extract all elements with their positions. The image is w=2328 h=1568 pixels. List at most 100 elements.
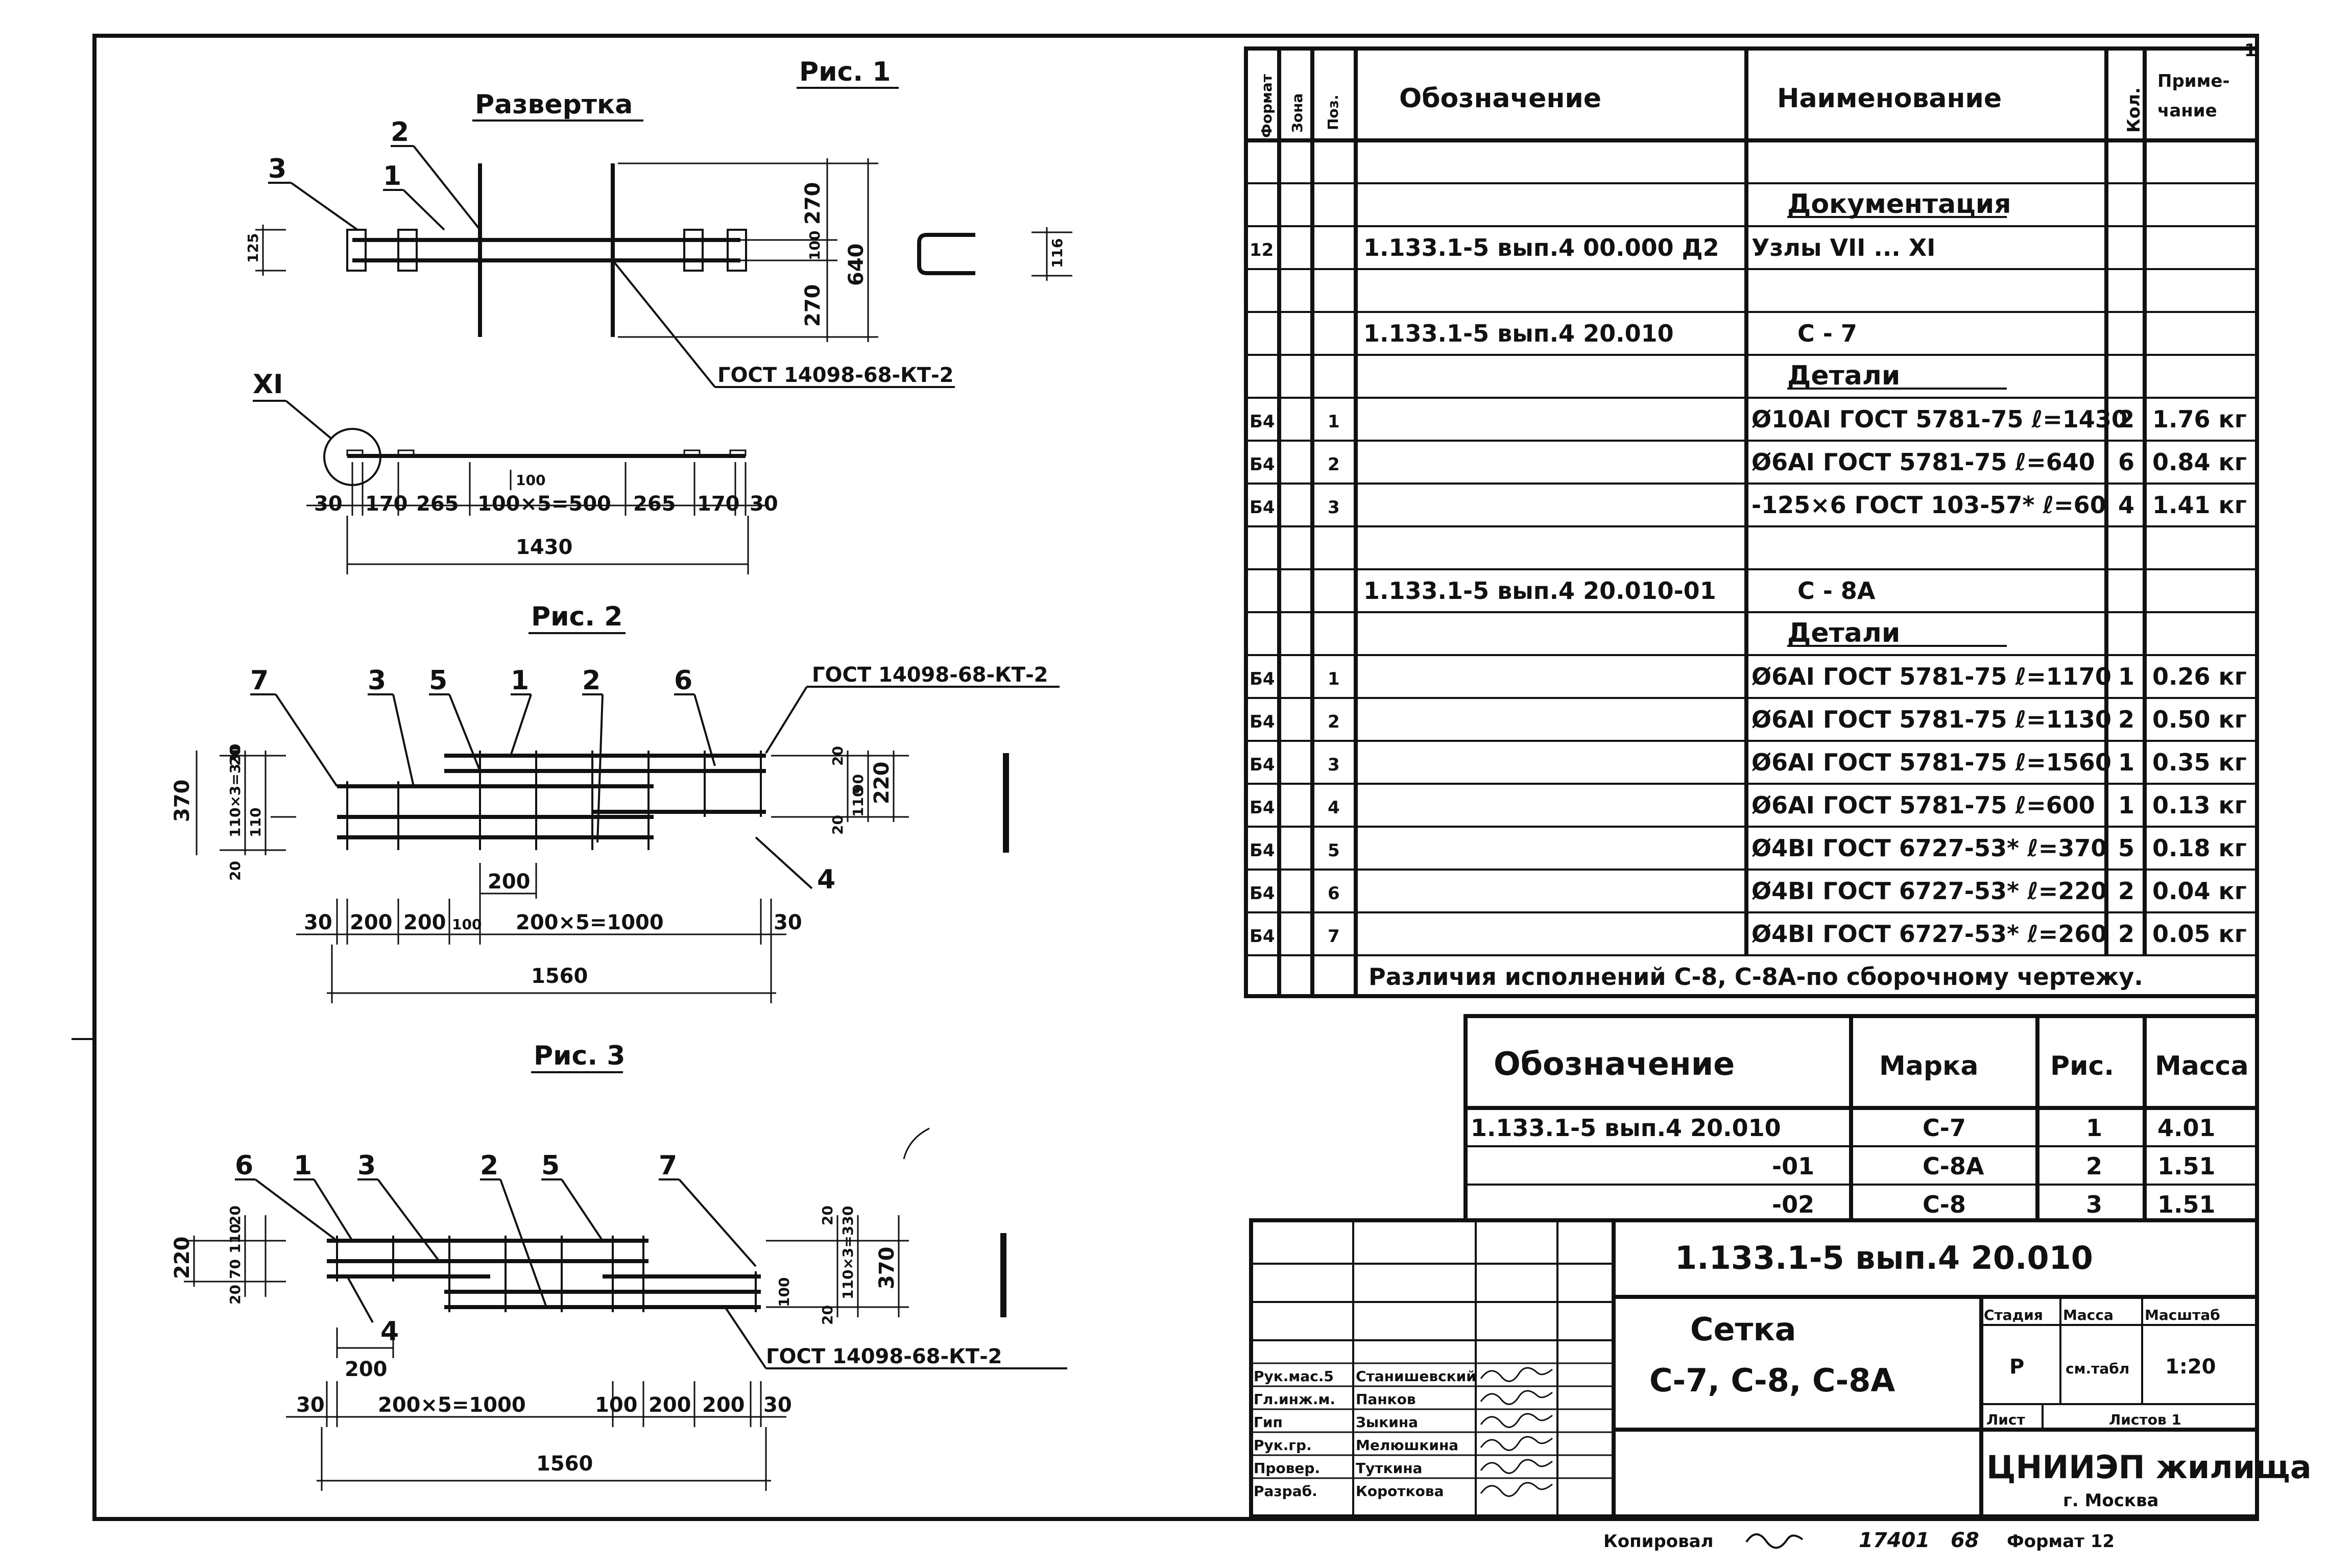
fig3-callout-3: 3 [357,1150,376,1181]
spec-header-format: Формат [1258,74,1275,138]
spec-cell-designation: 1.133.1-5 вып.4 20.010-01 [1363,577,1716,605]
signature-role: Провер. [1254,1460,1320,1477]
signature-name: Мелюшкина [1356,1437,1458,1454]
signature-mark [1480,1413,1553,1428]
fig3-callout-4: 4 [380,1316,399,1347]
fig1-total: 1430 [516,536,572,559]
variants-header-fig: Рис. [2050,1051,2114,1081]
spec-cell-note: 1.76 кг [2152,405,2247,433]
spec-cell-note: 1.41 кг [2152,491,2247,519]
variants-header-designation: Обозначение [1494,1045,1735,1082]
spec-cell-pos: 7 [1328,926,1340,947]
spec-cell-pos: 3 [1328,497,1340,518]
fig2-chain-3: 100 [452,916,482,933]
fig2-step-dim: 200 [488,870,531,894]
fig1-left-dim: 125 [245,233,261,263]
spec-cell-pos: 4 [1328,798,1340,818]
fig3-rdim-1: 110×3=330 [839,1206,856,1299]
spec-cell-name: Ø6АI ГОСТ 5781-75 ℓ=1130 [1751,706,2111,733]
fig1-vdim-top: 270 [801,182,825,225]
fig3-title: Рис. 3 [534,1041,625,1071]
spec-cell-qty: 6 [2118,448,2134,476]
fig2-callout-2: 2 [582,665,601,696]
fig2-ldim-2: 110 [247,808,264,837]
fig2-rdim-3: 20 [829,815,846,835]
variant-designation: -01 [1772,1152,1814,1180]
spec-cell-name: Ø6АI ГОСТ 5781-75 ℓ=640 [1751,448,2095,476]
spec-cell-format: Б4 [1250,454,1275,475]
fig3-ldim-4: 20 [227,1205,244,1225]
spec-cell-qty: 2 [2118,706,2134,733]
variant-mass: 1.51 [2157,1152,2216,1180]
fig1-vdim-bot: 270 [801,284,825,327]
fig3-chain-3: 200 [649,1393,691,1417]
fig3-rdim-3: 20 [819,1305,836,1325]
fig3-chain-4: 200 [702,1393,745,1417]
variant-fig: 1 [2086,1114,2102,1142]
signature-row: Гл.инж.м.Панков [1254,1390,1553,1408]
fig3-chain-0: 30 [296,1393,325,1417]
fig2-callout-7: 7 [250,665,269,696]
title-org: ЦНИИЭП жилища [1986,1449,2312,1486]
fig1-plate-3 [683,229,704,272]
signature-mark [1480,1459,1553,1474]
title-stage: Р [2009,1355,2024,1379]
spec-cell-note: 0.18 кг [2152,834,2247,862]
fig2-callout-1: 1 [511,665,529,696]
signature-mark [1480,1367,1553,1382]
signature-role: Гип [1254,1414,1283,1431]
spec-cell-note: 0.05 кг [2152,920,2247,948]
spec-cell-pos: 6 [1328,883,1340,904]
signature-role: Гл.инж.м. [1254,1391,1335,1408]
title-scale-label: Масштаб [2145,1307,2220,1323]
fig1-chain-0: 30 [314,492,343,516]
fig1-plate-1 [346,229,367,272]
spec-cell-pos: 2 [1328,454,1340,475]
fig2-rdim-4: 220 [870,762,894,805]
footer-number: 17401 [1859,1529,1930,1552]
spec-cell-format: Б4 [1250,840,1275,861]
variants-table: Обозначение Марка Рис. Масса 1.133.1-5 в… [1463,1014,2259,1222]
fig1-plate-2 [397,229,418,272]
fig2-callout-5: 5 [429,665,447,696]
fig1-title: Рис. 1 [799,57,891,87]
spec-cell-pos: 3 [1328,755,1340,775]
fig1-callout-3: 3 [268,154,286,184]
spec-cell-note: 0.50 кг [2152,706,2247,733]
title-mass-label: Масса [2063,1307,2114,1323]
spec-row: Детали [1787,360,2007,391]
spec-cell-name: Ø6АI ГОСТ 5781-75 ℓ=600 [1751,791,2095,819]
spec-row: Документация [1787,189,2011,220]
signature-mark [1480,1436,1553,1451]
title-subtitle: С-7, С-8, С-8А [1649,1362,1895,1399]
fig1-chain-3: 100×5=500 [477,492,611,516]
fig1-callout-1: 1 [383,161,401,191]
spec-cell-qty: 4 [2118,491,2134,519]
fig1-gost-label: ГОСТ 14098-68-КТ-2 [717,364,954,387]
footer: Копировал 17401 68 Формат 12 [1603,1529,2115,1552]
fig2-ldim-3: 20 [227,861,244,881]
spec-cell-format: Б4 [1250,883,1275,904]
spec-cell-format: Б4 [1250,798,1275,818]
spec-cell-format: Б4 [1250,497,1275,518]
fig1-chain-5: 170 [697,492,740,516]
signature-row: Провер. Туткина [1254,1459,1553,1477]
fig3-callout-5: 5 [541,1150,560,1181]
fig1-chain-2: 265 [416,492,459,516]
fig2-chain-5: 30 [774,911,802,934]
spec-cell-format: Б4 [1250,669,1275,689]
title-city: г. Москва [2063,1490,2158,1511]
signature-name: Туткина [1356,1460,1422,1477]
footer-copied: Копировал [1603,1531,1714,1552]
fig2-chain-0: 30 [304,911,332,934]
variant-mass: 4.01 [2157,1114,2216,1142]
fig3-chain-1: 200×5=1000 [378,1393,526,1417]
